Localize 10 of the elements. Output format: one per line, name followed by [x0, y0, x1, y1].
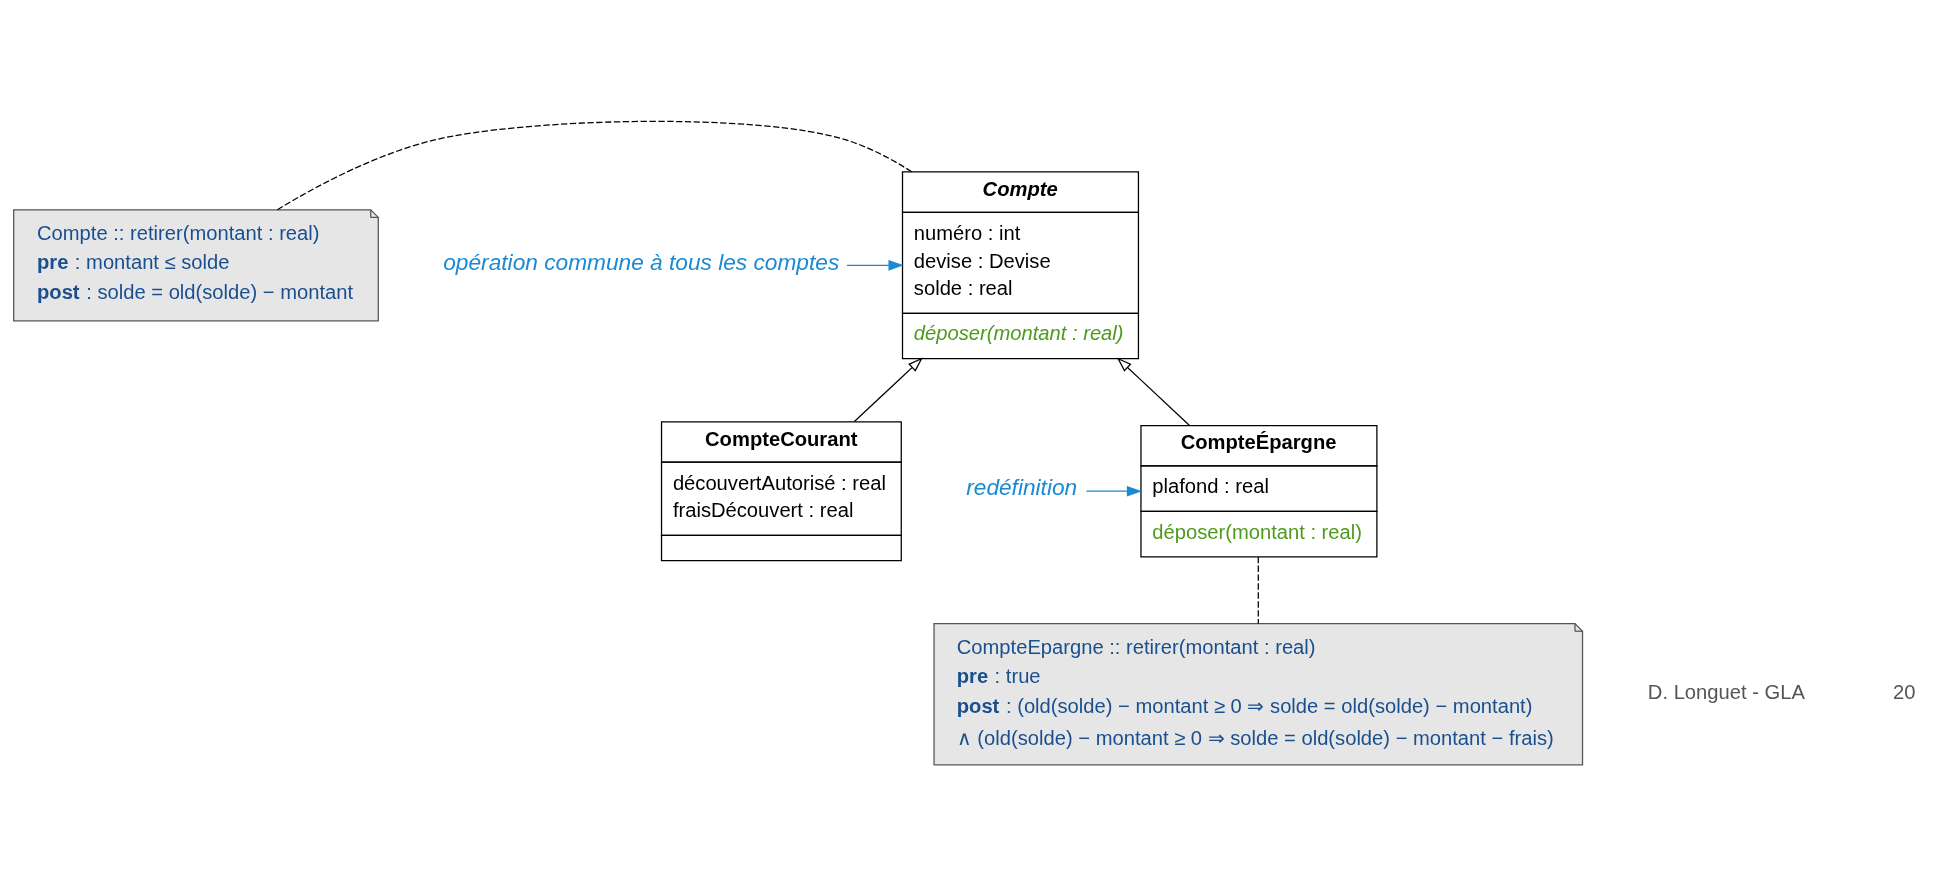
- node-text: redéfinition: [966, 473, 1078, 500]
- connector: [276, 120, 913, 210]
- arrow: [853, 356, 923, 422]
- arrow: [846, 259, 904, 271]
- arrow: [1085, 485, 1143, 496]
- label: 20: [1893, 680, 1916, 703]
- node-text: opération commune à tous les comptes: [443, 248, 840, 275]
- label: D. Longuet - GLA: [1647, 680, 1805, 703]
- connector: [1257, 555, 1259, 624]
- arrow: [1116, 356, 1190, 426]
